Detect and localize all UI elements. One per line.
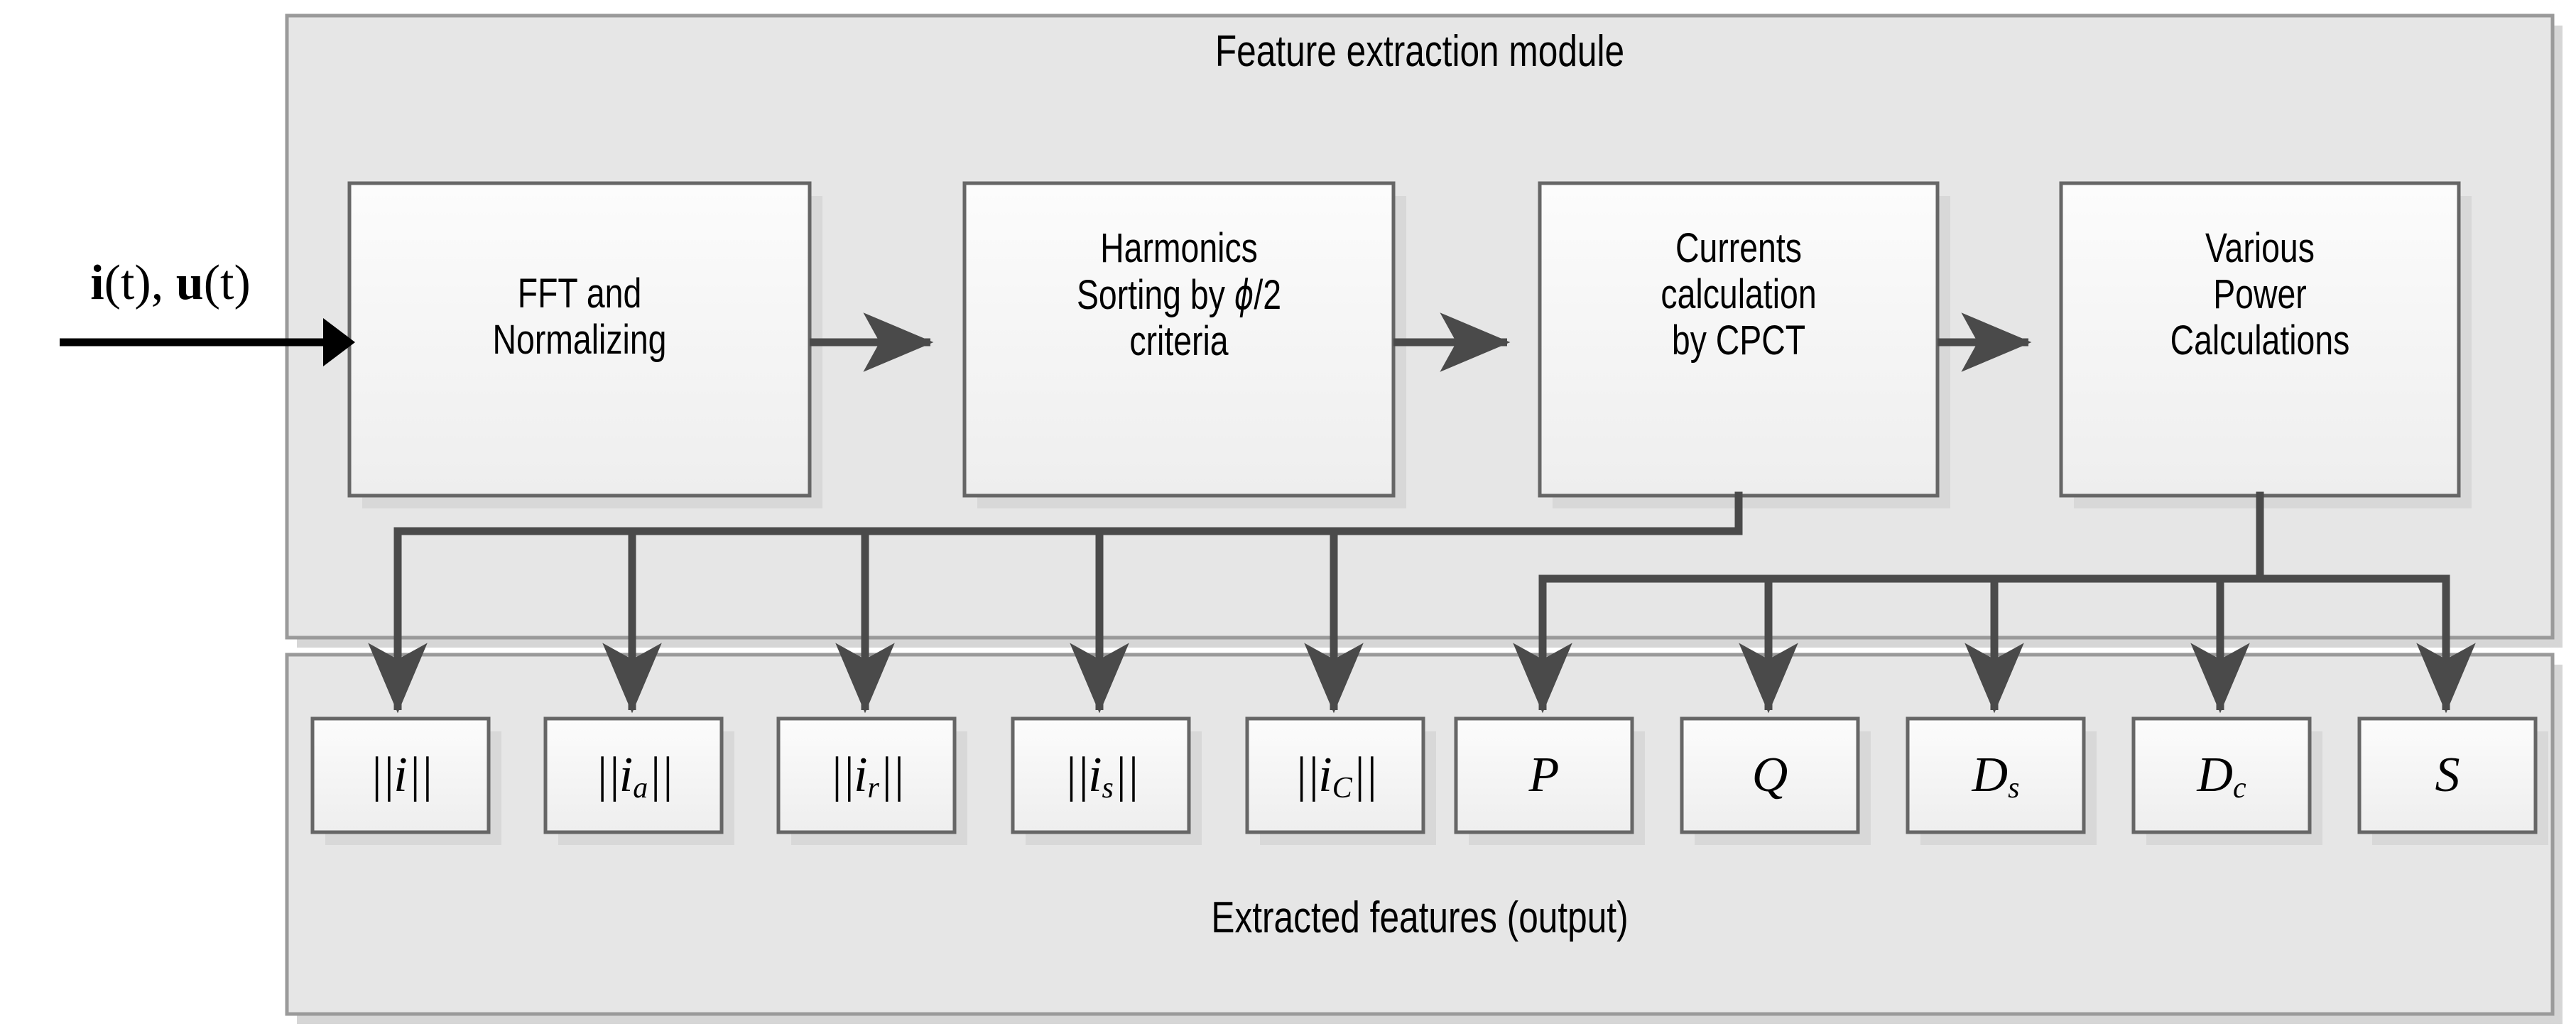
feature-box-ir-norm[interactable]: [776, 716, 957, 834]
input-arrow-head: [323, 318, 355, 366]
process-box-fft[interactable]: [347, 181, 812, 498]
process-box-powers[interactable]: [2059, 181, 2461, 498]
feature-label-is-norm: ||is||: [1063, 748, 1140, 805]
process-label-powers: Various Power Calculations: [2170, 225, 2350, 364]
currents-bus: [393, 491, 1743, 535]
feature-box-P[interactable]: [1454, 716, 1634, 834]
feature-label-Q: Q: [1751, 748, 1788, 802]
feature-box-i-norm[interactable]: [310, 716, 491, 834]
feature-box-S[interactable]: [2357, 716, 2538, 834]
feature-boxes: [310, 716, 2538, 834]
power-bus-drops: [1513, 579, 2476, 714]
input-signal-label: i(t), u(t): [90, 256, 251, 310]
feature-box-Ds[interactable]: [1906, 716, 2086, 834]
process-box-harmonics[interactable]: [962, 181, 1396, 498]
feature-label-S: S: [2435, 748, 2460, 802]
currents-bus-drops: [368, 531, 1364, 714]
process-label-fft: FFT and Normalizing: [492, 271, 667, 363]
feature-box-ic-norm[interactable]: [1245, 716, 1425, 834]
feature-box-Q[interactable]: [1680, 716, 1860, 834]
feature-label-P: P: [1528, 748, 1560, 802]
feature-label-ia-norm: ||ia||: [594, 748, 673, 805]
feature-label-ir-norm: ||ir||: [829, 748, 906, 805]
feature-label-Dc: Dc: [2197, 748, 2246, 805]
feature-label-i-norm: ||i||: [369, 748, 433, 802]
feature-box-ia-norm[interactable]: [543, 716, 724, 834]
feature-box-Dc[interactable]: [2131, 716, 2312, 834]
output-panel-title: Extracted features (output): [1211, 893, 1629, 942]
process-label-currents: Currents calculation by CPCT: [1661, 225, 1817, 364]
feature-label-ic-norm: ||iC||: [1293, 748, 1378, 805]
process-label-harmonics: Harmonics Sorting by ϕ/2 criteria: [1076, 225, 1282, 364]
feature-label-Ds: Ds: [1972, 748, 2020, 805]
feature-box-is-norm[interactable]: [1011, 716, 1191, 834]
page-title: Feature extraction module: [1214, 27, 1625, 76]
